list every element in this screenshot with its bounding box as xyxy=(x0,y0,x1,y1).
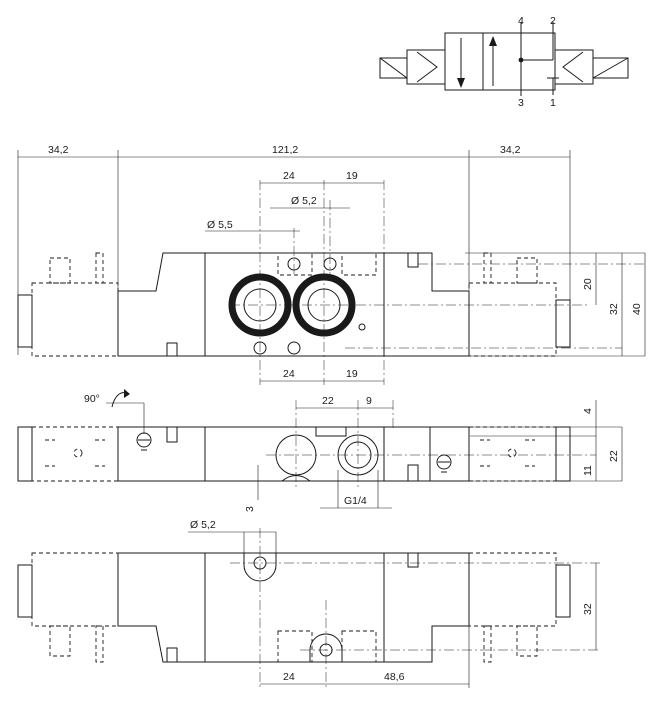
bottom-view: Ø 5,2 32 24 48,6 xyxy=(17,519,600,688)
dim-top-19: 19 xyxy=(346,170,358,182)
dim-top-24: 24 xyxy=(283,170,295,182)
dim-thread: G1/4 xyxy=(344,495,367,507)
dim-bottom-19: 19 xyxy=(346,368,358,380)
dim-dia-55: Ø 5,5 xyxy=(207,219,233,231)
dim-w9: 9 xyxy=(366,395,372,407)
dim-w22: 22 xyxy=(322,395,334,407)
dim-v3: 3 xyxy=(244,506,256,512)
front-view: 90° 22 9 4 11 22 3 G1/4 xyxy=(17,389,623,512)
dim-dia-52: Ø 5,2 xyxy=(291,195,317,207)
dim-bottom-w486: 48,6 xyxy=(384,671,405,683)
dim-v22: 22 xyxy=(608,450,620,462)
dim-bottom-dia-52: Ø 5,2 xyxy=(190,519,216,531)
dim-rot90: 90° xyxy=(84,393,100,405)
dim-overall-mid: 121,2 xyxy=(272,144,298,156)
port-1-label: 1 xyxy=(550,97,556,109)
dim-h40: 40 xyxy=(631,303,643,315)
dim-bottom-v32: 32 xyxy=(582,603,594,615)
top-view: 34,2 121,2 34,2 xyxy=(17,144,646,385)
valve-symbol: 4 2 3 1 xyxy=(379,15,629,109)
port-2-label: 2 xyxy=(550,15,556,27)
dim-overall-left: 34,2 xyxy=(48,144,69,156)
dim-v11: 11 xyxy=(582,465,594,476)
dim-overall-right: 34,2 xyxy=(500,144,521,156)
dim-h20: 20 xyxy=(582,278,594,290)
dim-bottom-w24: 24 xyxy=(283,671,295,683)
port-3-label: 3 xyxy=(518,97,524,109)
dim-h32: 32 xyxy=(608,303,620,315)
port-4-label: 4 xyxy=(518,15,524,27)
dim-bottom-24: 24 xyxy=(283,368,295,380)
dim-v4: 4 xyxy=(582,408,594,414)
